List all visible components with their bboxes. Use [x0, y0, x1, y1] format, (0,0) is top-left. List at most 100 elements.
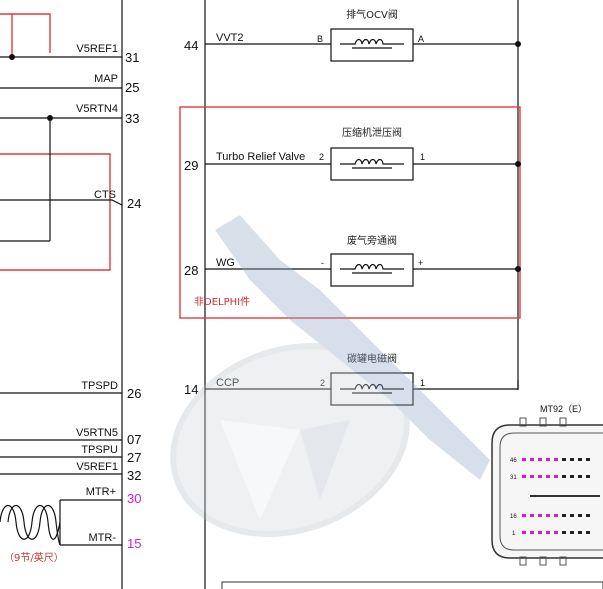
signal-label-tpspu: TPSPU	[81, 444, 118, 456]
map-sensor-red-box	[0, 13, 51, 53]
pin-32: 32	[127, 468, 141, 483]
actuator-title-canister-purge: 碳罐电磁阀	[347, 352, 397, 365]
signal-label-tpspd: TPSPD	[81, 380, 118, 392]
connector-pin	[578, 458, 582, 461]
pin-15: 15	[127, 536, 141, 551]
connector-pin	[522, 531, 526, 534]
pin-30: 30	[127, 491, 141, 506]
connector-pin	[522, 458, 526, 461]
connector-pin	[554, 514, 558, 517]
non-delphi-red-box	[179, 106, 521, 319]
connector-pin	[562, 475, 566, 478]
wastegate-coil-box	[330, 253, 414, 287]
connector-row-label: 16	[510, 514, 517, 520]
connector-pin	[530, 531, 534, 534]
coil-icon	[340, 38, 404, 45]
connector-pin	[554, 475, 558, 478]
junction-dot	[515, 161, 521, 167]
signal-label-mtr-plus: MTR+	[86, 486, 116, 498]
signal-label-vvt2: VVT2	[216, 32, 244, 44]
junction-dot	[9, 54, 15, 60]
connector-pin	[562, 458, 566, 461]
junction-dot	[515, 41, 521, 47]
signal-label-map: MAP	[94, 73, 118, 85]
pin-44: 44	[184, 38, 198, 53]
pin-33: 33	[125, 111, 139, 126]
connector-pin	[522, 475, 526, 478]
terminal-1: 1	[420, 152, 425, 162]
terminal-2: 2	[319, 152, 324, 162]
connector-pin	[570, 475, 574, 478]
connector-pin	[570, 531, 574, 534]
connector-pin	[530, 475, 534, 478]
terminal-1: 1	[420, 378, 425, 388]
signal-label-ccp: CCP	[216, 377, 239, 389]
non-delphi-label: 非DELPHI件	[194, 296, 250, 308]
connector-pin	[570, 458, 574, 461]
coil-icon	[340, 383, 404, 390]
pin-07: 07	[127, 432, 141, 447]
connector-pin	[538, 475, 542, 478]
connector-label: MT92（E）	[540, 404, 587, 414]
pin-26: 26	[127, 386, 141, 401]
junction-dot	[47, 115, 53, 121]
connector-pin	[538, 514, 542, 517]
coil-icon	[340, 263, 404, 270]
actuator-title-wastegate: 废气旁通阀	[347, 234, 397, 247]
signal-label-v5rtn4: V5RTN4	[76, 103, 118, 115]
connector-row-label: 1	[512, 531, 516, 537]
connector-pin	[546, 531, 550, 534]
bottom-table-edge	[221, 581, 603, 589]
pin-27: 27	[127, 450, 141, 465]
signal-label-cts: CTS	[94, 189, 116, 201]
connector-pin	[562, 514, 566, 517]
terminal-2: 2	[320, 378, 325, 388]
pin-29: 29	[184, 158, 198, 173]
pin-14: 14	[184, 382, 198, 397]
terminal-a: A	[418, 34, 424, 44]
connector-pin	[578, 531, 582, 534]
terminal-b: B	[317, 34, 323, 44]
connector-row-label: 46	[510, 458, 517, 464]
pin-28: 28	[184, 263, 198, 278]
connector-pin	[538, 531, 542, 534]
brand-watermark	[170, 215, 490, 538]
connector-pin	[546, 514, 550, 517]
signal-label-wg: WG	[216, 257, 235, 269]
connector-mt92-icon	[491, 417, 603, 566]
connector-pin	[546, 458, 550, 461]
terminal-minus: -	[321, 258, 324, 268]
connector-pin	[586, 458, 590, 461]
connector-pin	[554, 531, 558, 534]
signal-label-v5ref1: V5REF1	[76, 43, 118, 55]
ocv-valve-coil-box	[330, 28, 414, 62]
pin-25: 25	[125, 80, 139, 95]
connector-pin	[530, 458, 534, 461]
connector-pin	[570, 514, 574, 517]
connector-pin	[538, 458, 542, 461]
signal-label-turbo-relief: Turbo Relief Valve	[216, 151, 305, 163]
actuator-title-compressor-relief: 压缩机泄压阀	[342, 126, 402, 139]
connector-pin	[554, 458, 558, 461]
twisted-pair-coil	[0, 504, 61, 540]
connector-row-label: 31	[510, 475, 517, 481]
pin-31: 31	[125, 50, 139, 65]
connector-pin	[522, 514, 526, 517]
connector-pin	[578, 475, 582, 478]
connector-pin	[546, 475, 550, 478]
connector-pin	[586, 475, 590, 478]
cts-sensor-red-box	[0, 153, 111, 271]
coil-icon	[340, 158, 404, 165]
connector-pin	[586, 514, 590, 517]
actuator-title-exhaust-ocv: 排气OCV阀	[346, 8, 398, 21]
pin-24: 24	[127, 196, 141, 211]
connector-pin	[586, 531, 590, 534]
signal-label-v5ref1-2: V5REF1	[76, 461, 118, 473]
signal-label-v5rtn5: V5RTN5	[76, 427, 118, 439]
connector-pin	[578, 514, 582, 517]
connector-pin	[562, 531, 566, 534]
terminal-plus: +	[418, 258, 423, 268]
connector-pin	[530, 514, 534, 517]
signal-label-mtr-minus: MTR-	[89, 532, 117, 544]
